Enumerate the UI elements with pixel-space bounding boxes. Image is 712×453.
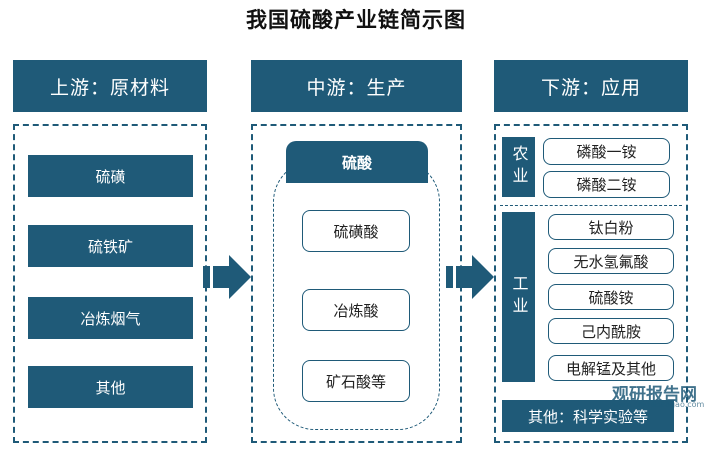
- downstream-header: 下游：应用: [494, 60, 688, 112]
- downstream-ind-item-hf: 无水氢氟酸: [548, 248, 674, 274]
- midstream-item-ore-acid: 矿石酸等: [302, 360, 410, 402]
- diagram-title: 我国硫酸产业链简示图: [246, 7, 466, 32]
- watermark-url: www.chinabaogao.com: [612, 400, 705, 409]
- downstream-agri-item-dap: 磷酸二铵: [543, 171, 670, 198]
- upstream-item-smelter-gas: 冶炼烟气: [28, 297, 193, 339]
- flow-arrow-icon: [446, 253, 496, 301]
- midstream-item-sulfur-acid: 硫磺酸: [302, 210, 410, 252]
- watermark-logo: 观研报告网: [612, 385, 697, 405]
- upstream-item-pyrite: 硫铁矿: [28, 225, 193, 267]
- downstream-ind-item-manganese: 电解锰及其他: [548, 355, 674, 381]
- downstream-ind-item-ammonium-sulfate: 硫酸铵: [548, 284, 674, 310]
- flow-arrow-icon: [203, 253, 253, 301]
- upstream-item-other: 其他: [28, 366, 193, 408]
- downstream-ind-item-titanium: 钛白粉: [548, 214, 674, 240]
- downstream-agriculture-label: 农业: [502, 137, 535, 197]
- downstream-separator: [500, 205, 682, 206]
- upstream-item-sulfur: 硫磺: [28, 155, 193, 197]
- upstream-header: 上游：原材料: [13, 60, 207, 112]
- midstream-product: 硫酸: [286, 141, 428, 183]
- downstream-ind-item-caprolactam: 己内酰胺: [548, 318, 674, 344]
- downstream-other: 其他：科学实验等: [502, 400, 674, 432]
- midstream-item-smelter-acid: 冶炼酸: [302, 289, 410, 331]
- downstream-agri-item-map: 磷酸一铵: [543, 138, 670, 165]
- midstream-header: 中游：生产: [251, 60, 462, 112]
- downstream-industry-label: 工业: [502, 212, 535, 382]
